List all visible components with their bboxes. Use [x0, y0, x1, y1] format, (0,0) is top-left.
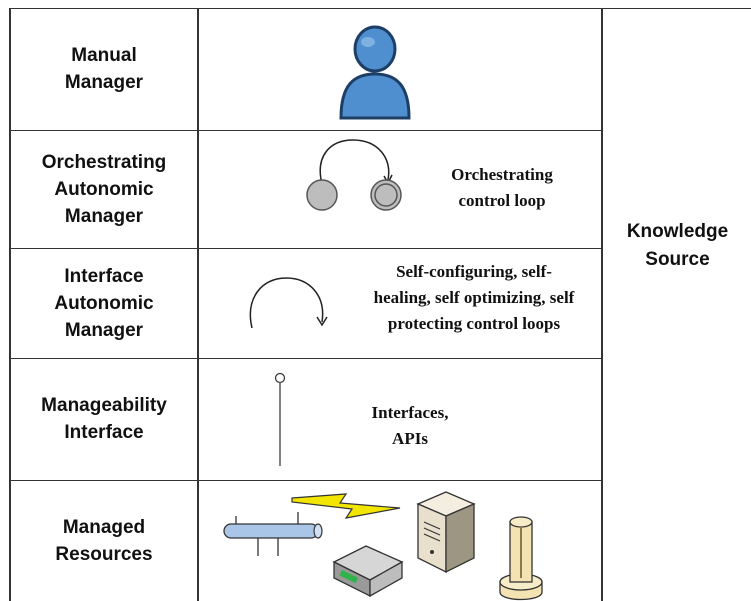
grid-row-divider-3 [10, 358, 602, 359]
interfaces-apis-caption: Interfaces, APIs [371, 403, 449, 448]
interface-lollipop-icon [274, 372, 286, 466]
orchestrating-loop-icon [306, 139, 402, 211]
grid-column-divider-2 [601, 8, 603, 601]
grid-row-divider-2 [10, 248, 602, 249]
grid-row-divider-1 [10, 130, 602, 131]
grid-top-border [10, 8, 751, 9]
network-switch-icon [332, 545, 404, 598]
knowledge-source-label: Knowledge Source [626, 221, 729, 270]
layer-label-interface-autonomic-manager: Interface Autonomic Manager [54, 265, 154, 341]
lightning-bolt-icon [291, 493, 401, 519]
control-loop-arrow-icon [249, 277, 328, 329]
storage-device-icon [499, 516, 543, 601]
person-icon [339, 25, 411, 120]
orchestrating-loop-caption: Orchestrating control loop [451, 165, 553, 210]
layer-label-orchestrating-autonomic-manager: Orchestrating Autonomic Manager [41, 151, 167, 227]
network-pipe-icon [223, 512, 323, 556]
grid-row-divider-4 [10, 480, 602, 481]
layer-label-manageability-interface: Manageability Interface [41, 395, 167, 443]
layer-label-manual-manager: Manual Manager [64, 45, 144, 93]
server-tower-icon [416, 491, 476, 574]
layer-label-managed-resources: Managed Resources [55, 516, 153, 565]
grid-column-divider-1 [197, 8, 199, 601]
control-loops-caption: Self-configuring, self- healing, self op… [373, 262, 575, 333]
grid-left-border [9, 8, 11, 601]
